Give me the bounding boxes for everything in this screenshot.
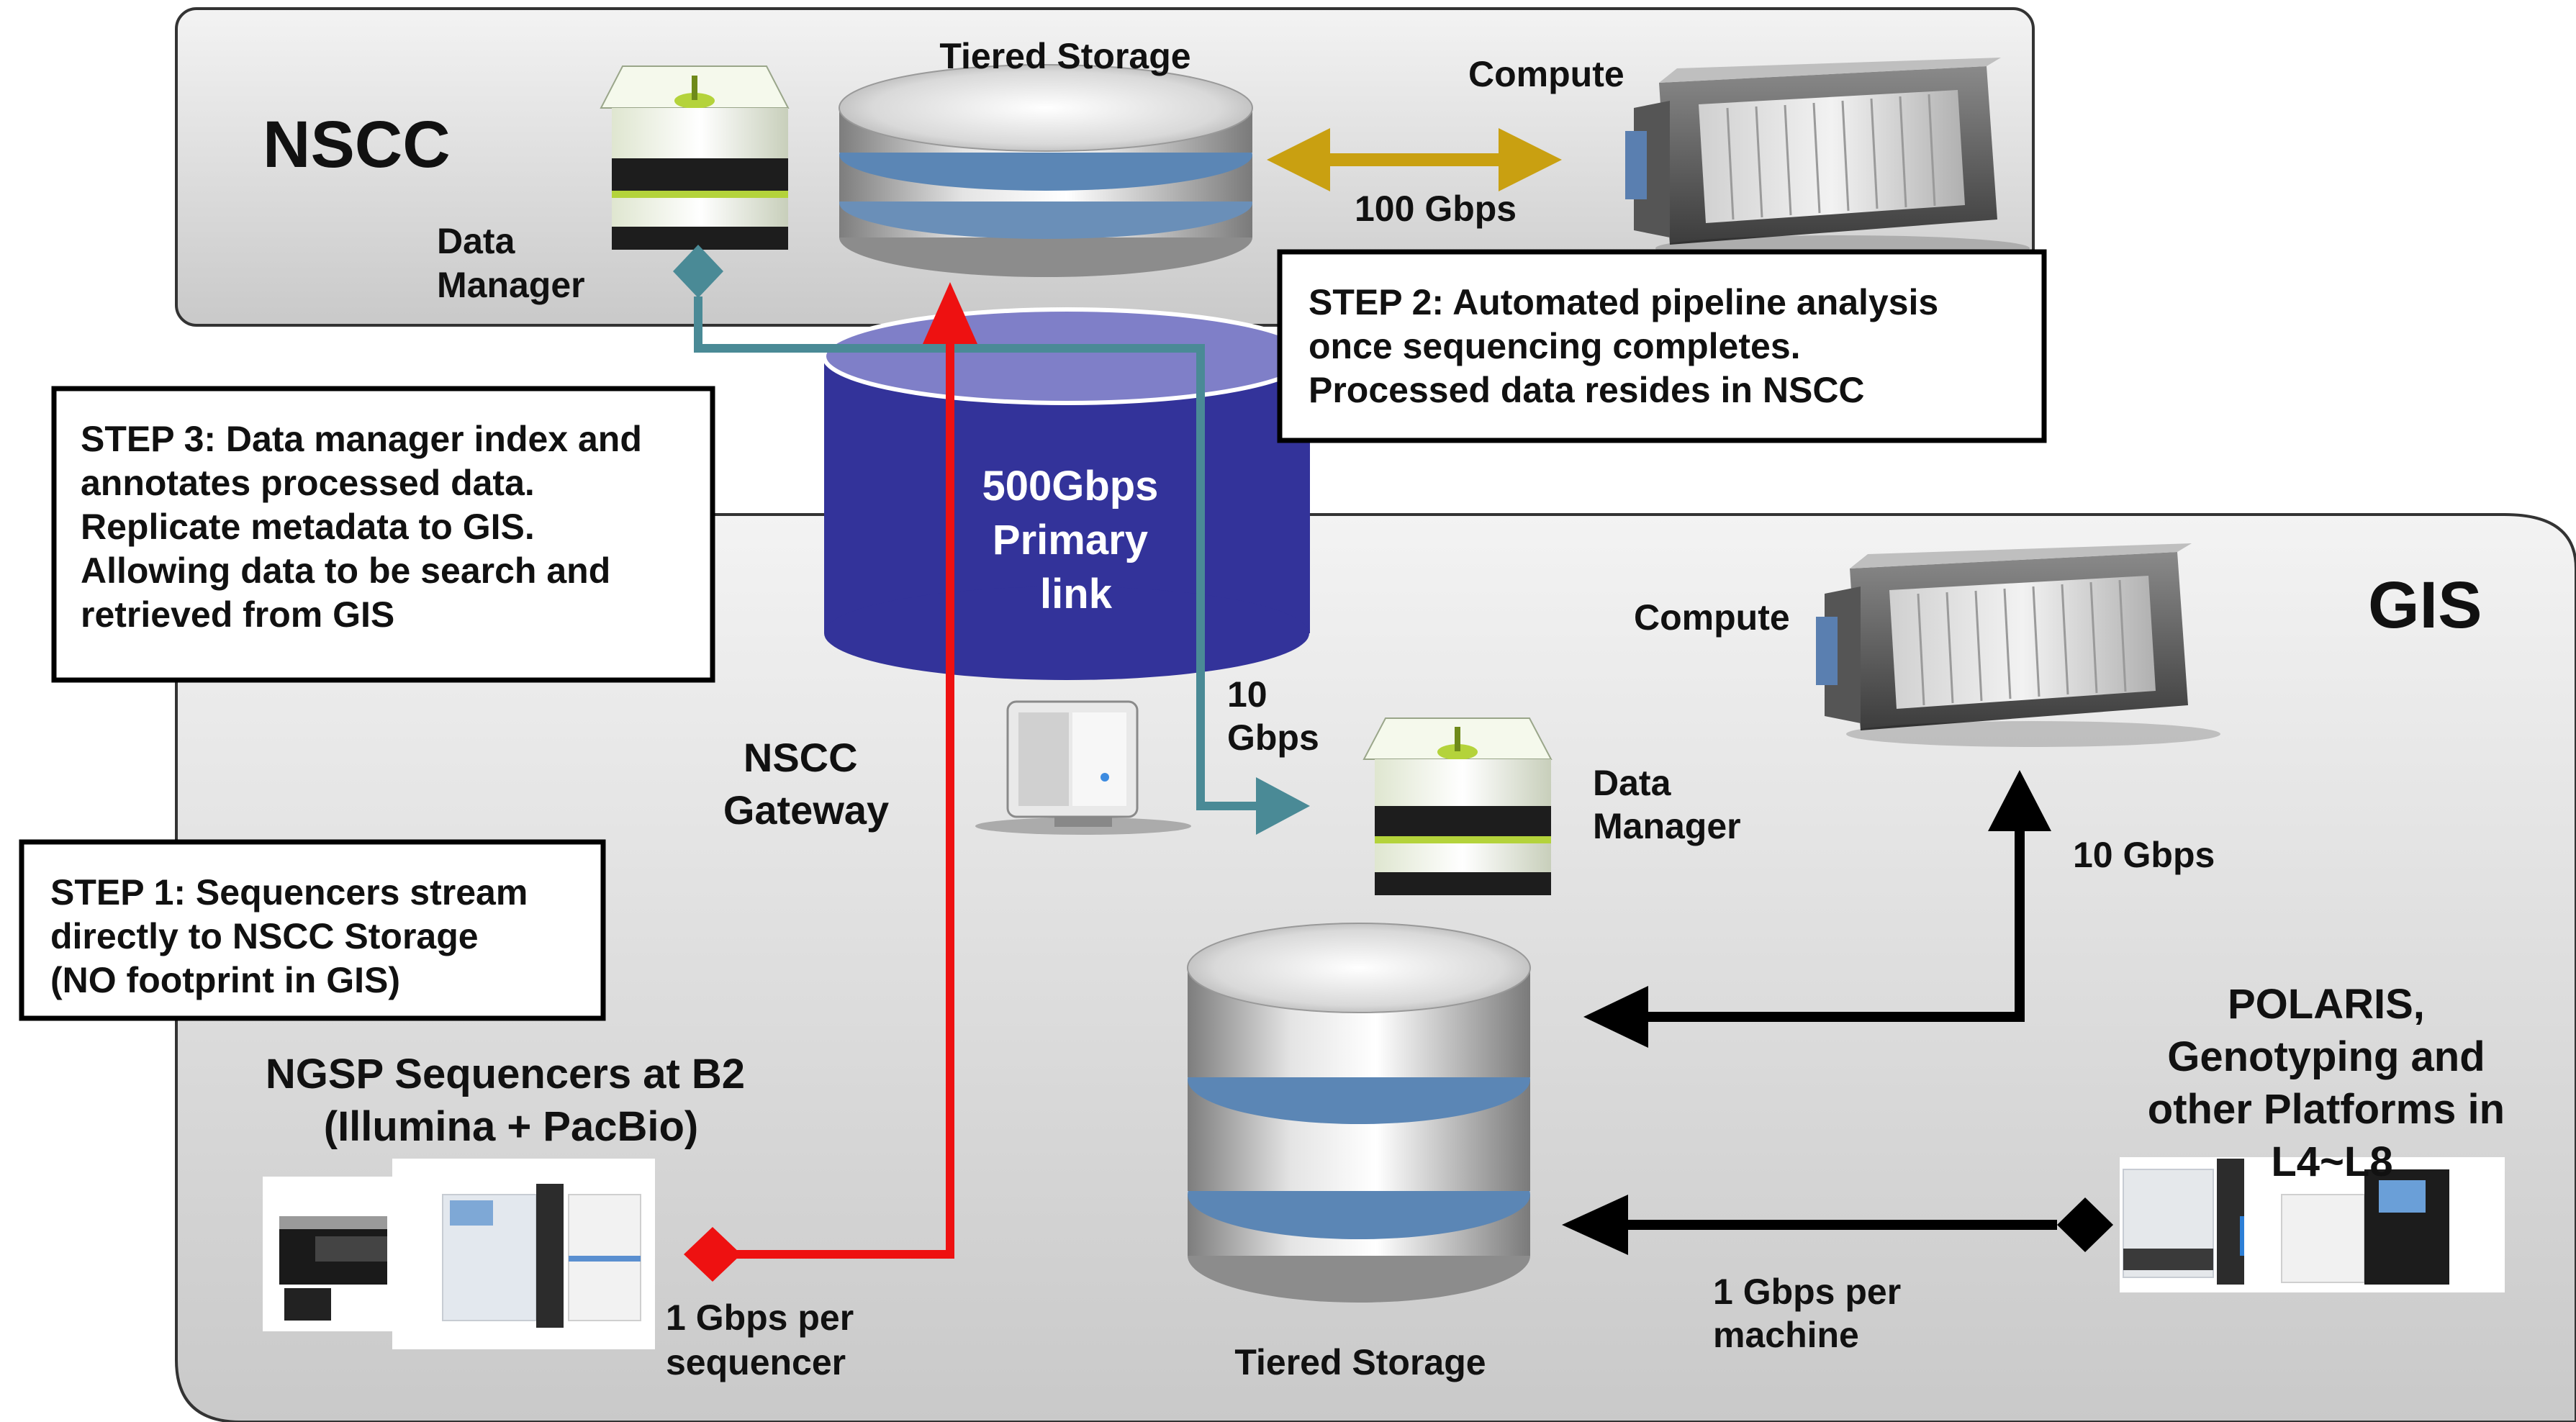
step1-line-1: STEP 1: Sequencers stream xyxy=(50,872,528,912)
gis-tiered-storage-label: Tiered Storage xyxy=(1234,1342,1486,1382)
nscc-tiered-storage-label: Tiered Storage xyxy=(939,36,1190,76)
step2-line-2: once sequencing completes. xyxy=(1309,326,1801,366)
sequencers-label-2: (Illumina + PacBio) xyxy=(324,1103,699,1150)
step3-line-3: Replicate metadata to GIS. xyxy=(81,507,535,547)
svg-text:STEP 2: Automated pipeline ana: STEP 2: Automated pipeline analysis once… xyxy=(1309,282,1948,410)
step3-box: STEP 3: Data manager index and annotates… xyxy=(51,386,715,683)
gis-compute-link-label: 10 Gbps xyxy=(2073,835,2215,875)
nscc-compute-link-label: 100 Gbps xyxy=(1355,189,1517,229)
data-manager-link-label-1: 10 xyxy=(1227,674,1267,715)
svg-text:Data Manager: Data Manager xyxy=(437,221,585,305)
svg-text:Data Manager: Data Manager xyxy=(1593,763,1741,846)
nscc-data-manager-label-2: Manager xyxy=(437,265,585,305)
platforms-link-arrow xyxy=(1562,1195,2113,1255)
svg-text:NGSP Sequencers at B2 (Ill: NGSP Sequencers at B2 (Illumina + PacBio… xyxy=(266,1051,756,1150)
step3-line-5: retrieved from GIS xyxy=(81,594,394,635)
gis-data-manager-icon xyxy=(1362,717,1553,895)
platforms-label-4: L4~L8 xyxy=(2271,1138,2392,1185)
svg-text:10 Gbps: 10 Gbps xyxy=(1227,674,1319,758)
step2-line-3: Processed data resides in NSCC xyxy=(1309,370,1865,410)
machine-link-label-1: 1 Gbps per xyxy=(1713,1272,1901,1312)
step3-line-4: Allowing data to be search and xyxy=(81,551,610,591)
platforms-label-2: Genotyping and xyxy=(2167,1033,2485,1080)
platforms-label-1: POLARIS, xyxy=(2228,981,2425,1028)
primary-link-cylinder: 500Gbps Primary link xyxy=(822,307,1311,680)
platforms-label-3: other Platforms in xyxy=(2148,1086,2505,1133)
nscc-data-manager-label-1: Data xyxy=(437,221,516,261)
primary-link-label-1: 500Gbps xyxy=(982,463,1158,510)
gis-title: GIS xyxy=(2368,569,2482,642)
step3-line-1: STEP 3: Data manager index and xyxy=(81,419,642,459)
step1-line-2: directly to NSCC Storage xyxy=(50,916,479,956)
gis-compute-server-icon xyxy=(1816,543,2220,747)
gateway-label-1: NSCC xyxy=(744,735,858,780)
data-manager-link-label-2: Gbps xyxy=(1227,717,1319,758)
platforms-image xyxy=(2120,1157,2505,1292)
nscc-compute-label: Compute xyxy=(1468,54,1624,94)
sequencer-stream-arrow xyxy=(684,282,977,1282)
svg-text:STEP 1: Sequencers stream: STEP 1: Sequencers stream directly to NS… xyxy=(50,872,538,1000)
svg-text:1 Gbps per machine: 1 Gbps per machine xyxy=(1713,1272,1911,1355)
nscc-compute-link-arrow xyxy=(1267,128,1562,191)
step1-line-3: (NO footprint in GIS) xyxy=(50,960,400,1000)
gis-data-manager-label-2: Manager xyxy=(1593,806,1741,846)
svg-text:500Gbps Primary li: 500Gbps Primary link xyxy=(982,463,1170,617)
sequencer-link-label-1: 1 Gbps per xyxy=(666,1298,854,1338)
step2-line-1: STEP 2: Automated pipeline analysis xyxy=(1309,282,1938,322)
nscc-compute-server-icon xyxy=(1625,58,2030,261)
gis-compute-link-arrow xyxy=(1583,770,2051,1048)
sequencer-link-label-2: sequencer xyxy=(666,1342,846,1382)
svg-text:STEP 3: Data manager index and: STEP 3: Data manager index and annotates… xyxy=(81,419,652,635)
gis-compute-label: Compute xyxy=(1634,597,1790,638)
svg-text:1 Gbps per sequencer: 1 Gbps per sequencer xyxy=(666,1298,864,1382)
sequencers-label-1: NGSP Sequencers at B2 xyxy=(266,1051,745,1097)
metadata-replication-arrow xyxy=(673,245,1310,835)
machine-link-label-2: machine xyxy=(1713,1315,1859,1355)
primary-link-label-2: Primary xyxy=(993,517,1148,563)
nscc-title: NSCC xyxy=(263,108,451,181)
gis-data-manager-label-1: Data xyxy=(1593,763,1672,803)
svg-text:NSCC Gateway: NSCC Gateway xyxy=(723,735,889,833)
gis-tiered-storage-icon xyxy=(1187,923,1531,1303)
gateway-label-2: Gateway xyxy=(723,787,889,833)
step2-box: STEP 2: Automated pipeline analysis once… xyxy=(1277,249,2047,443)
step3-line-2: annotates processed data. xyxy=(81,463,535,503)
svg-text:POLARIS, Genotyping and: POLARIS, Genotyping and other Platforms … xyxy=(2148,981,2516,1185)
nscc-tiered-storage-icon xyxy=(839,64,1253,277)
nscc-data-manager-icon xyxy=(600,65,790,250)
primary-link-label-3: link xyxy=(1040,571,1113,617)
step1-box: STEP 1: Sequencers stream directly to NS… xyxy=(19,839,606,1021)
sequencers-image xyxy=(263,1159,655,1349)
nscc-gateway-server-icon xyxy=(975,700,1191,835)
